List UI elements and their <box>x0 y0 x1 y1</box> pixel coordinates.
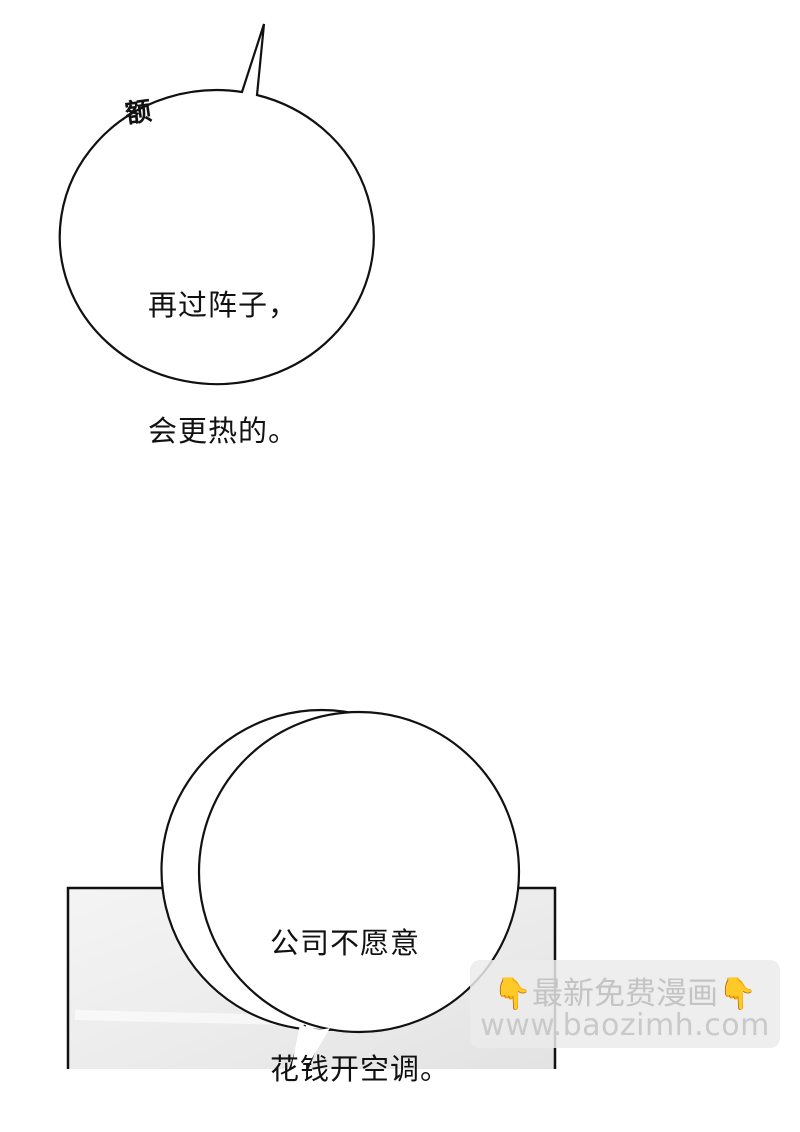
dialogue-line: 会更热的。 <box>148 414 299 448</box>
dialogue-line: 公司不愿意 <box>270 926 421 960</box>
watermark-url[interactable]: www.baozimh.com <box>480 1008 770 1043</box>
bottom-bubble-dialogue: 公司不愿意 花钱开空调。 <box>270 838 450 1132</box>
dialogue-line: 花钱开空调。 <box>270 1052 451 1086</box>
speech-bubble-top <box>58 23 375 386</box>
pointing-down-hand-icon: 👇 <box>718 976 757 1012</box>
pointing-down-hand-icon: 👇 <box>493 976 532 1012</box>
dialogue-line: 再过阵子， <box>148 288 299 322</box>
watermark-title-row: 👇最新免费漫画👇 <box>470 968 780 1013</box>
sound-effect-text: 额 <box>123 96 154 130</box>
speech-bubble-bottom <box>160 708 521 1069</box>
top-bubble-dialogue: 再过阵子， 会更热的。 <box>148 200 298 494</box>
watermark-banner[interactable]: 👇最新免费漫画👇 www.baozimh.com <box>470 960 780 1048</box>
watermark-title: 最新免费漫画 <box>532 976 718 1012</box>
comic-artwork <box>58 23 557 1069</box>
